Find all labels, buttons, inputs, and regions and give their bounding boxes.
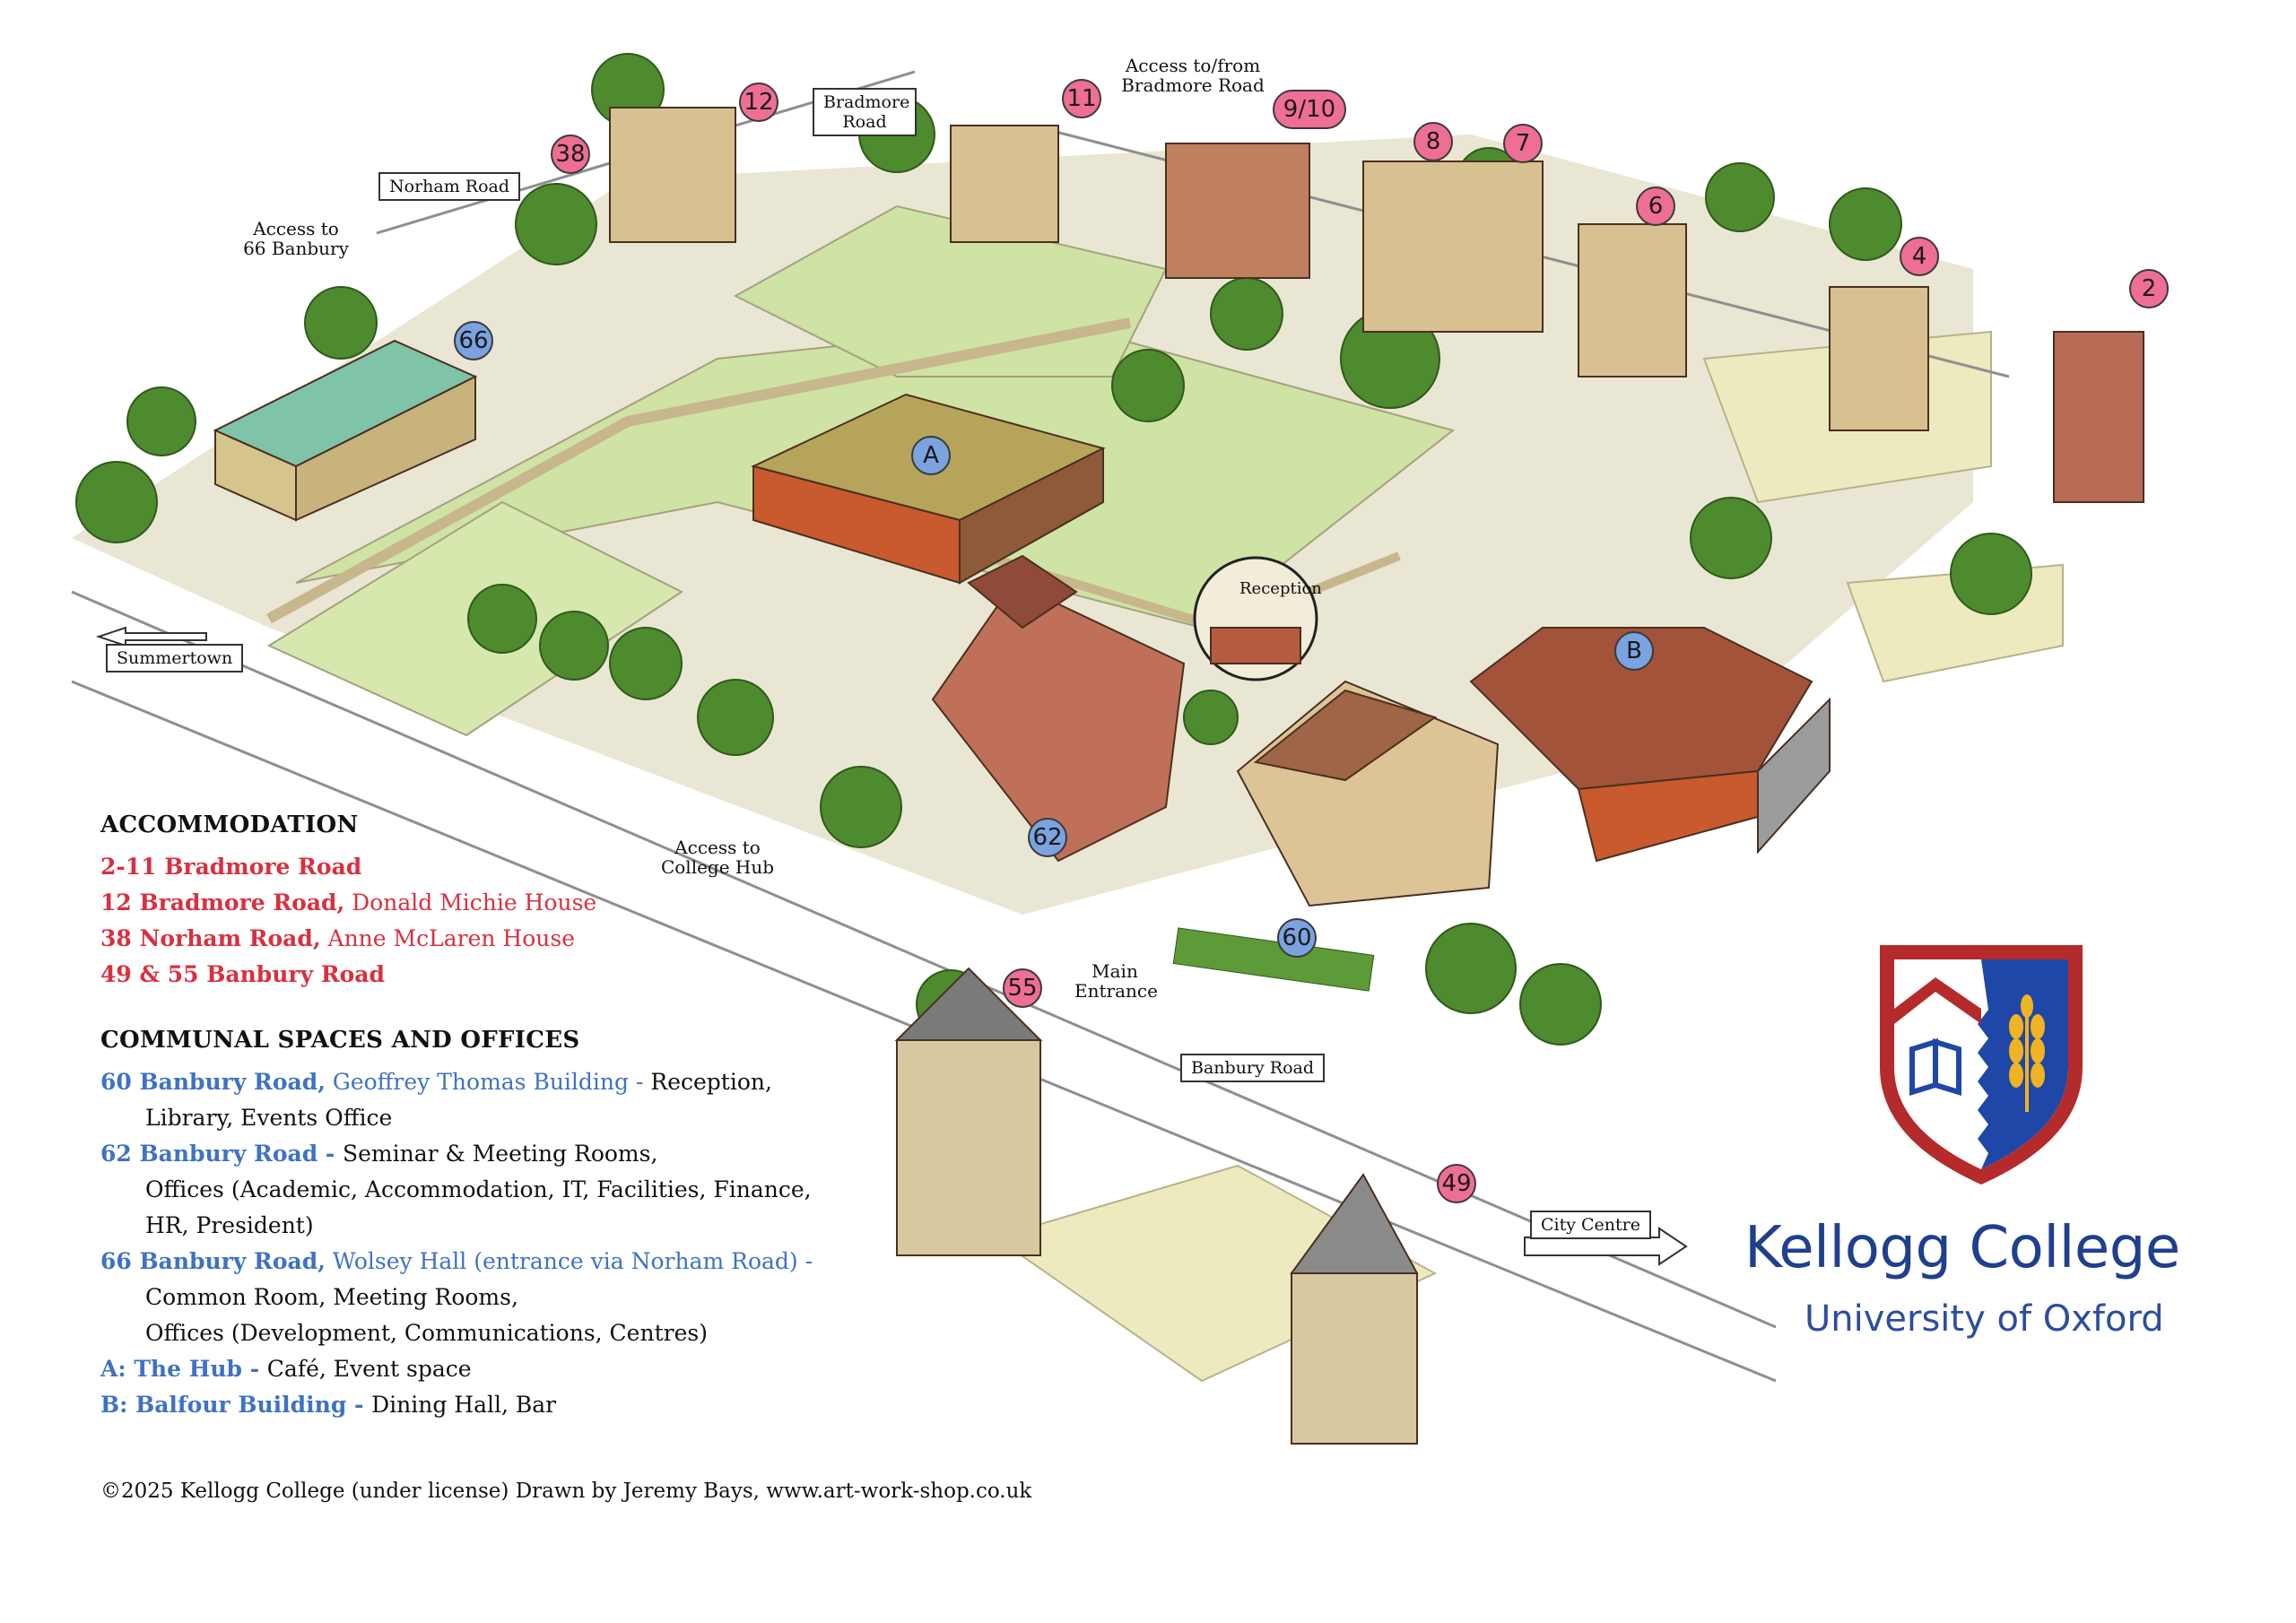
legend-c2-line3: HR, President) bbox=[145, 1212, 314, 1238]
legend-c2: 62 Banbury Road - Seminar & Meeting Room… bbox=[100, 1141, 658, 1167]
bradmore-road-label: Bradmore Road bbox=[813, 88, 917, 136]
access-bradmore-note: Access to/from Bradmore Road bbox=[1121, 55, 1265, 96]
marker-62[interactable]: 62 bbox=[1028, 818, 1067, 857]
marker-4[interactable]: 4 bbox=[1900, 237, 1939, 276]
reception-note: Reception bbox=[1239, 579, 1322, 598]
legend-c2-line2: Offices (Academic, Accommodation, IT, Fa… bbox=[145, 1176, 812, 1202]
marker-balfour-b[interactable]: B bbox=[1614, 631, 1654, 671]
banbury-road-label: Banbury Road bbox=[1180, 1054, 1326, 1082]
legend-c3-line3: Offices (Development, Communications, Ce… bbox=[145, 1320, 708, 1346]
legend-acc-1: 2-11 Bradmore Road bbox=[100, 854, 362, 880]
marker-38[interactable]: 38 bbox=[551, 135, 590, 174]
main-entrance-note: Main Entrance bbox=[1074, 960, 1158, 1002]
marker-60[interactable]: 60 bbox=[1277, 918, 1317, 958]
legend-c3-line2: Common Room, Meeting Rooms, bbox=[145, 1284, 518, 1310]
marker-49[interactable]: 49 bbox=[1437, 1164, 1476, 1203]
legend-c3: 66 Banbury Road, Wolsey Hall (entrance v… bbox=[100, 1248, 813, 1274]
marker-9-10[interactable]: 9/10 bbox=[1273, 90, 1346, 129]
copyright-line: ©2025 Kellogg College (under license) Dr… bbox=[100, 1480, 1032, 1503]
south-plot bbox=[993, 1164, 1438, 1383]
legend-c4: A: The Hub - Café, Event space bbox=[100, 1356, 472, 1382]
legend-c5: B: Balfour Building - Dining Hall, Bar bbox=[100, 1392, 557, 1418]
marker-55[interactable]: 55 bbox=[1003, 968, 1042, 1008]
legend-acc-2: 12 Bradmore Road, Donald Michie House bbox=[100, 890, 597, 916]
college-name: Kellogg College bbox=[1744, 1215, 2180, 1281]
marker-6[interactable]: 6 bbox=[1636, 187, 1675, 226]
marker-11[interactable]: 11 bbox=[1062, 79, 1101, 118]
city-centre-label: City Centre bbox=[1530, 1211, 1652, 1239]
building-60 bbox=[1236, 680, 1500, 907]
access-66-note: Access to 66 Banbury bbox=[243, 218, 349, 259]
legend-c1: 60 Banbury Road, Geoffrey Thomas Buildin… bbox=[100, 1069, 772, 1095]
legend-acc-3: 38 Norham Road, Anne McLaren House bbox=[100, 925, 575, 951]
houses-banbury-south bbox=[894, 967, 1419, 1445]
footpath bbox=[266, 317, 1132, 624]
accommodation-heading: ACCOMMODATION bbox=[100, 812, 359, 838]
norham-road-label: Norham Road bbox=[378, 172, 521, 201]
kellogg-crest-logo bbox=[1880, 945, 2083, 1185]
legend: ACCOMMODATION 2-11 Bradmore Road 12 Brad… bbox=[100, 812, 818, 1423]
marker-2[interactable]: 2 bbox=[2129, 269, 2169, 308]
summertown-label: Summertown bbox=[106, 644, 244, 673]
marker-hub-a[interactable]: A bbox=[911, 436, 951, 475]
houses-bradmore bbox=[609, 107, 2144, 503]
banbury-road-line-west bbox=[71, 590, 1777, 1329]
building-66 bbox=[213, 339, 478, 522]
marker-8[interactable]: 8 bbox=[1413, 122, 1453, 161]
building-balfour bbox=[1469, 627, 1831, 863]
hedge bbox=[1172, 927, 1375, 992]
building-62 bbox=[931, 554, 1186, 863]
marker-66[interactable]: 66 bbox=[454, 321, 493, 360]
marker-12[interactable]: 12 bbox=[739, 82, 778, 122]
wheat-icon bbox=[2009, 994, 2045, 1112]
marker-7[interactable]: 7 bbox=[1503, 124, 1543, 163]
college-subtitle: University of Oxford bbox=[1805, 1298, 2164, 1340]
book-icon bbox=[1909, 1037, 1961, 1097]
legend-acc-4: 49 & 55 Banbury Road bbox=[100, 961, 385, 987]
legend-c1-line2: Library, Events Office bbox=[145, 1105, 393, 1131]
communal-heading: COMMUNAL SPACES AND OFFICES bbox=[100, 1027, 580, 1054]
access-hub-note: Access to College Hub bbox=[660, 837, 775, 878]
